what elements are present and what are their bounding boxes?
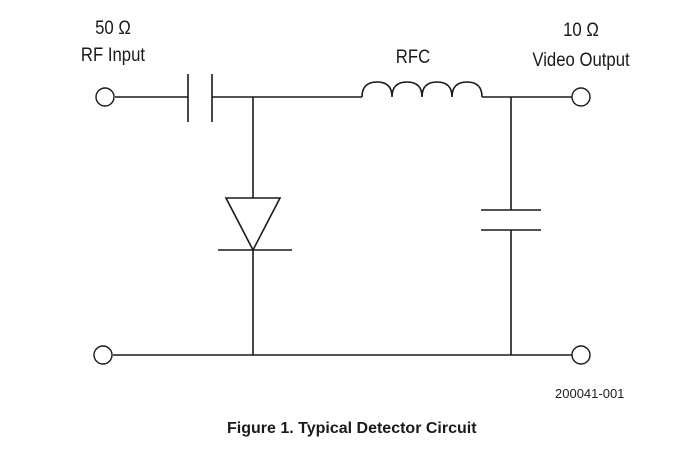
figure-caption: Figure 1. Typical Detector Circuit [227, 420, 477, 437]
rf-input-terminal [95, 87, 115, 107]
output-ground-terminal [571, 345, 591, 365]
drawing-number: 200041-001 [555, 386, 625, 401]
rfc-inductor [361, 81, 483, 98]
rfc-label: RFC [395, 47, 431, 68]
video-output-impedance-label: 10 Ω [563, 20, 599, 41]
rf-input-label: RF Input [80, 45, 146, 66]
detector-diode [224, 197, 282, 252]
rf-input-impedance-label: 50 Ω [95, 18, 131, 39]
video-output-terminal [571, 87, 591, 107]
input-ground-terminal [93, 345, 113, 365]
video-output-label: Video Output [532, 50, 630, 71]
